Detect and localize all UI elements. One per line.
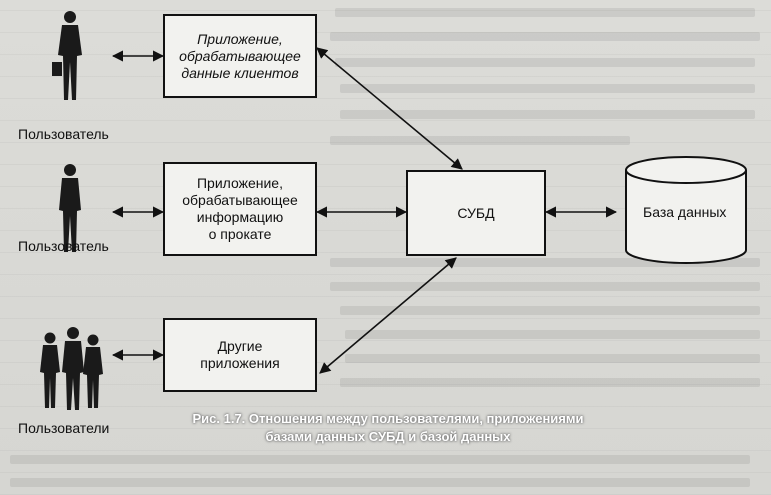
app-clients-label: Приложение, обрабатывающее данные клиент… <box>179 30 301 81</box>
database-cylinder-icon <box>625 156 747 264</box>
arrow-app1-dbms <box>316 47 463 170</box>
dbms-label: СУБД <box>457 204 495 221</box>
app-other-label: Другие приложения <box>200 338 280 371</box>
figure-caption: Рис. 1.7. Отношения между пользователями… <box>128 410 648 446</box>
people-group-icon <box>40 327 103 410</box>
app-other-box: Другие приложения <box>163 318 317 392</box>
caption-line2: базами данных СУБД и базой данных <box>265 429 511 444</box>
person-icon <box>59 164 81 252</box>
dbms-box: СУБД <box>406 170 546 256</box>
ghost-text-line <box>330 136 630 145</box>
ghost-text-line <box>335 8 755 17</box>
ghost-text-line <box>330 32 760 41</box>
caption-line1: Рис. 1.7. Отношения между пользователями… <box>192 411 584 426</box>
app-rental-label: Приложение, обрабатывающее информацию о … <box>182 175 298 242</box>
ghost-text-line <box>345 354 760 363</box>
arrow-app3-dbms <box>319 257 457 374</box>
ghost-text-line <box>330 282 760 291</box>
database-label: База данных <box>643 204 727 220</box>
user1-label: Пользователь <box>18 126 109 142</box>
ghost-text-line <box>340 110 755 119</box>
ghost-text-line <box>340 306 760 315</box>
ghost-text-line <box>345 330 760 339</box>
app-clients-box: Приложение, обрабатывающее данные клиент… <box>163 14 317 98</box>
app-rental-box: Приложение, обрабатывающее информацию о … <box>163 162 317 256</box>
ghost-text-line <box>335 58 755 67</box>
ghost-text-line <box>330 258 760 267</box>
ghost-text-line <box>340 84 755 93</box>
user2-label: Пользователь <box>18 238 109 254</box>
ghost-text-line <box>10 455 750 464</box>
ghost-text-line <box>340 378 760 387</box>
ghost-text-line <box>10 478 750 487</box>
user3-label: Пользователи <box>18 420 110 436</box>
person-icon <box>52 11 82 100</box>
